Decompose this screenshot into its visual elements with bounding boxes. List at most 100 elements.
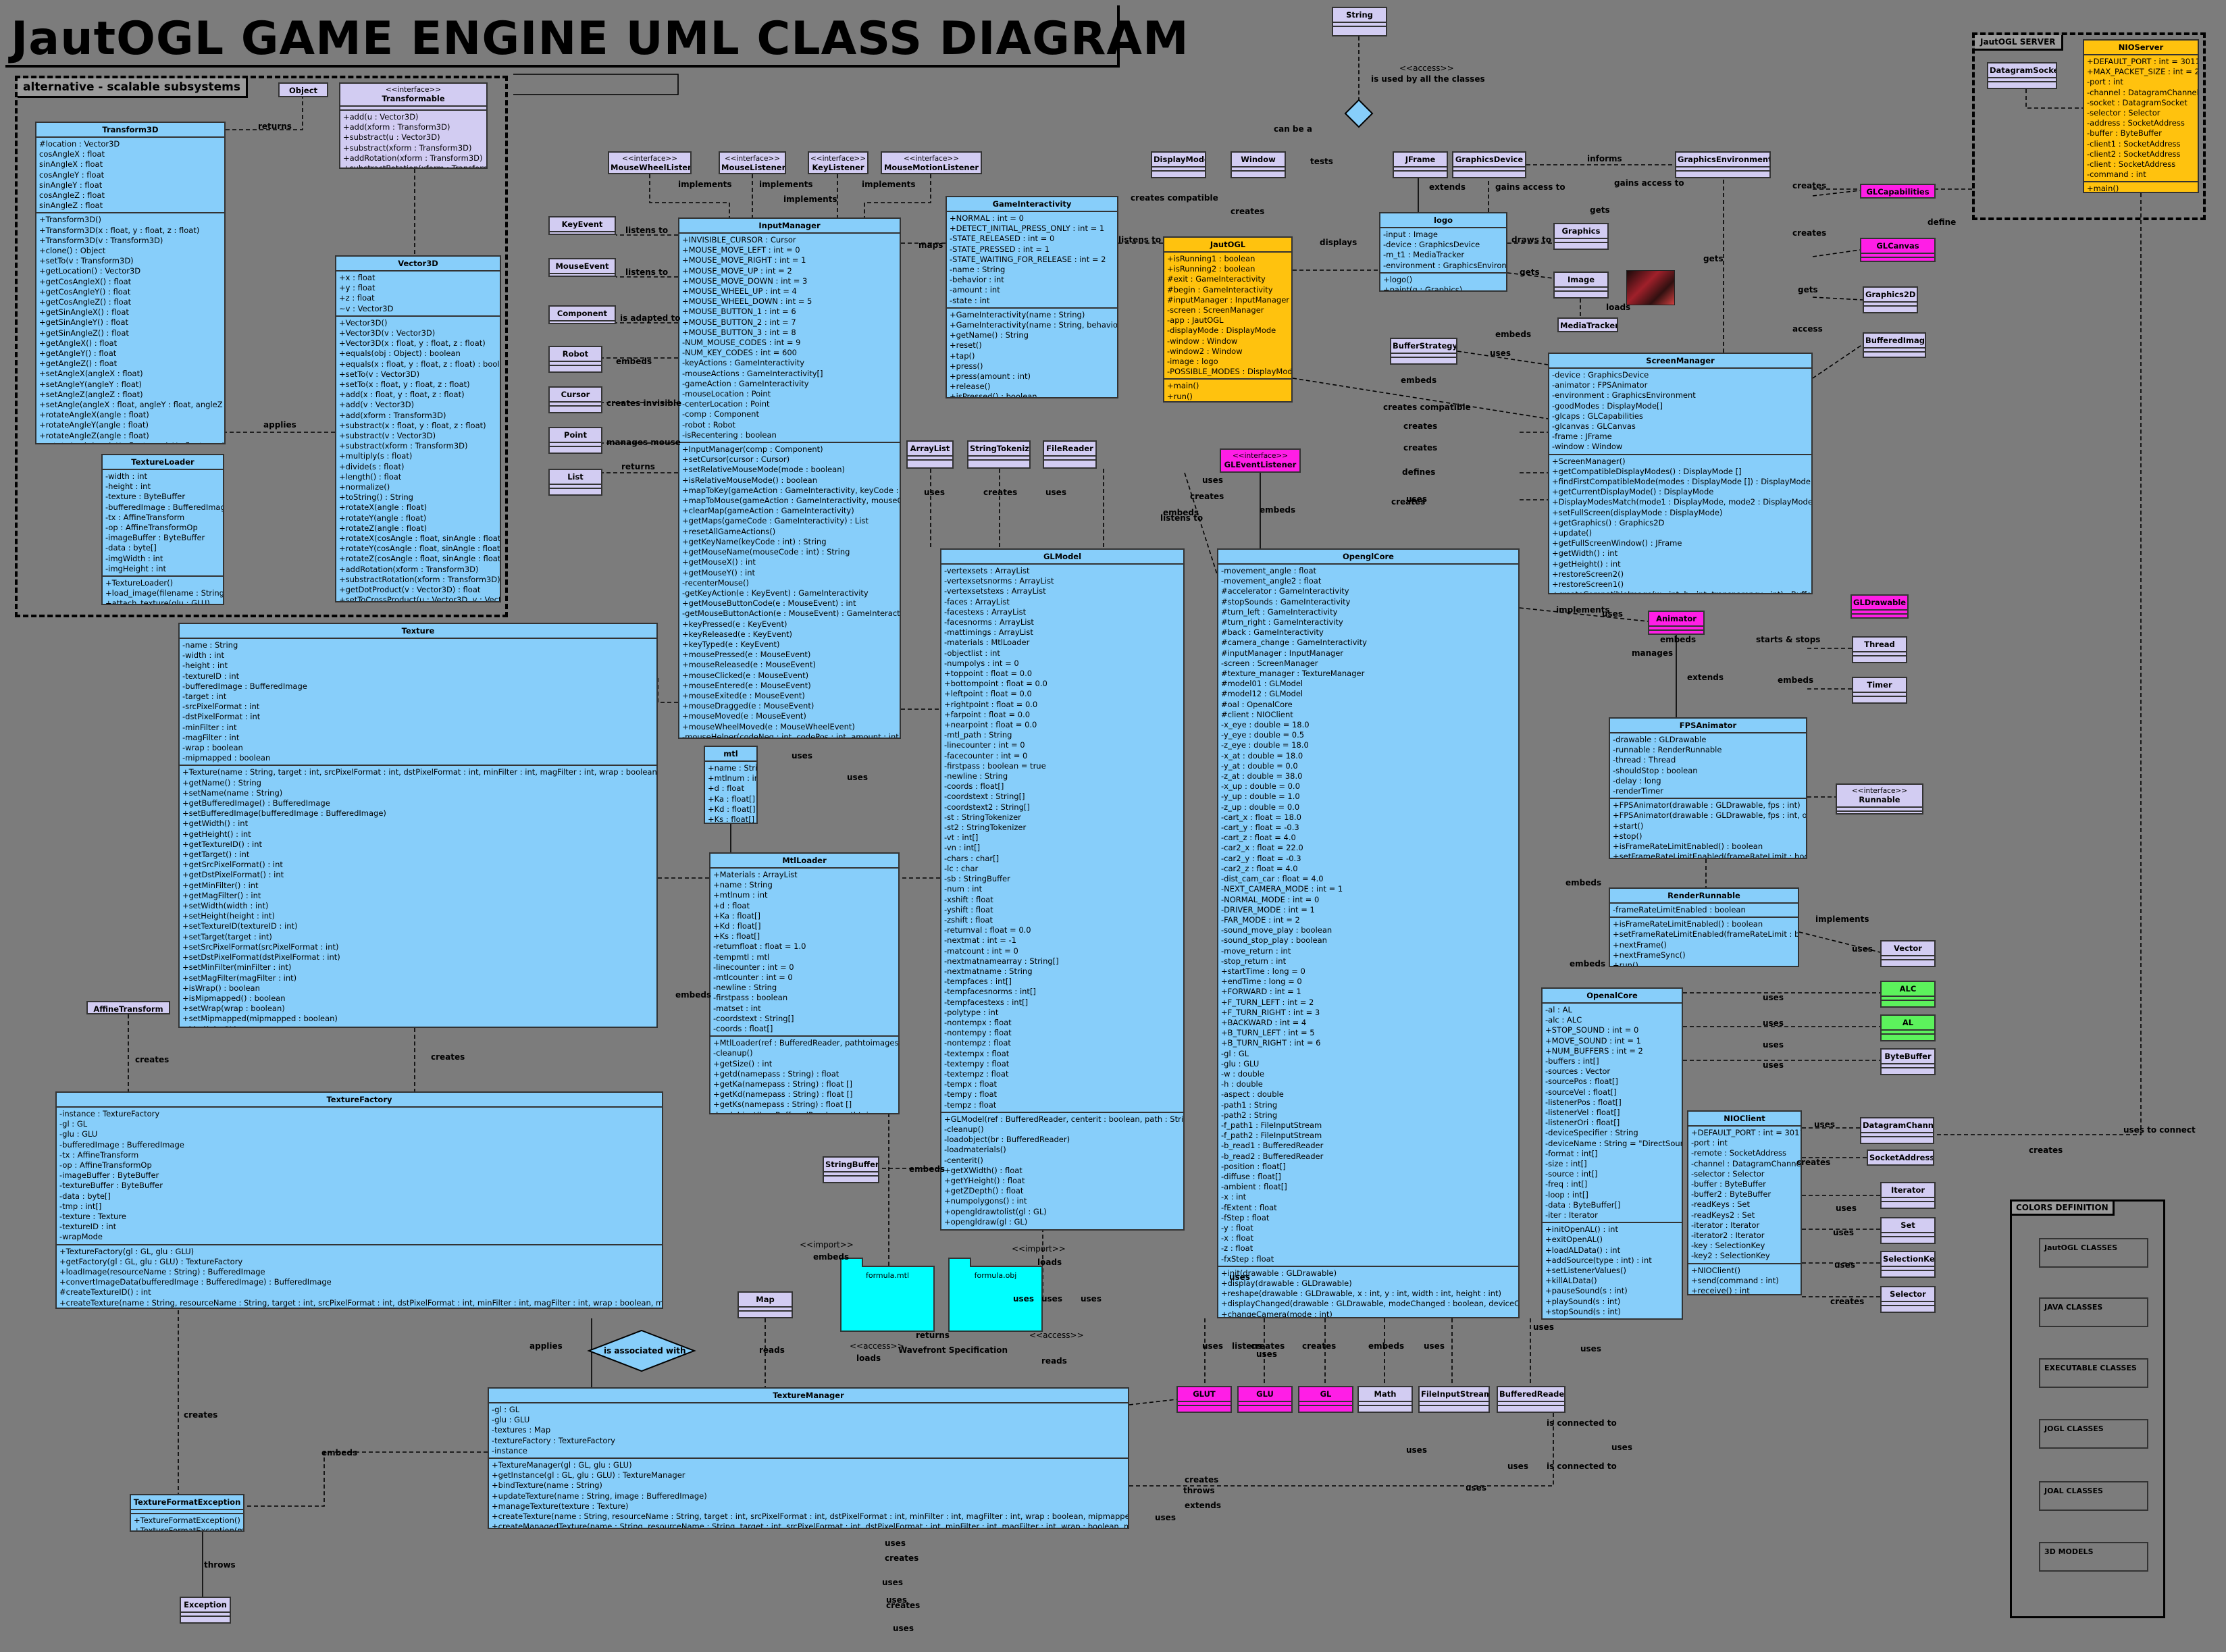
class-title: GLModel <box>1043 552 1082 561</box>
relation-label: embeds <box>675 990 712 1000</box>
class-operation: +main() <box>1167 381 1199 391</box>
class-operation: +main() <box>2087 184 2119 193</box>
class-name: Iterator <box>1882 1183 1934 1198</box>
class-title: Point <box>564 430 587 440</box>
class-operation: +getKs(namepass : String) : float [] <box>713 1100 852 1110</box>
relation-label: uses <box>1490 349 1511 358</box>
relation-line <box>1507 272 1554 279</box>
legend-item-executable: EXECUTABLE CLASSES <box>2039 1358 2148 1388</box>
class-attribute: -stop_return : int <box>1221 956 1287 966</box>
class-attribute: +d : float <box>708 783 744 794</box>
class-attributes: -frameRateLimitEnabled : boolean <box>1610 904 1798 919</box>
class-attributes <box>1498 1402 1564 1406</box>
class-operation: +opengldraw(gl : GL) <box>944 1216 1028 1227</box>
relation-label: uses <box>1833 1228 1854 1237</box>
class-name: StringBuffer <box>824 1158 878 1172</box>
legend-item-java: JAVA CLASSES <box>2039 1297 2148 1327</box>
relation-label: gains access to <box>1495 182 1565 192</box>
class-operations: +FPSAnimator(drawable : GLDrawable, fps … <box>1610 799 1806 858</box>
class-cursor: Cursor <box>548 386 602 413</box>
access-stereotype: <<access>> <box>850 1341 904 1351</box>
class-attribute: #accelerator : GameInteractivity <box>1221 586 1349 596</box>
class-attribute: -glu : GLU <box>492 1415 530 1425</box>
class-attribute: -thread : Thread <box>1613 755 1676 765</box>
class-attributes <box>550 485 601 489</box>
class-string: String <box>1332 7 1387 36</box>
class-operation: +restoreScreen2() <box>1552 569 1624 579</box>
relation-label: defines <box>1402 467 1436 477</box>
class-texturemanager: TextureManager-gl : GL-glu : GLU-texture… <box>488 1387 1129 1529</box>
relation-label: creates <box>135 1055 170 1064</box>
class-attribute: -delay : long <box>1613 775 1661 785</box>
class-attribute: -environment : GraphicsEnvironment <box>1383 260 1507 270</box>
class-attribute: sinAngleY : float <box>39 180 103 190</box>
class-attribute: -textures : Map <box>492 1425 551 1435</box>
relation-label: gets <box>1590 205 1610 215</box>
relation-label: creates <box>1231 207 1265 216</box>
class-gldrawable: GLDrawable <box>1850 594 1909 619</box>
class-attribute: -mouseActions : GameInteractivity[] <box>682 368 823 378</box>
class-title: OpenalCore <box>1586 991 1638 1000</box>
relation-label: uses <box>1533 1322 1554 1332</box>
class-attribute: -cart_z : float = 4.0 <box>1221 833 1296 843</box>
relation-label: implements <box>1815 914 1869 924</box>
class-name: GLUT <box>1178 1387 1231 1402</box>
class-attributes: -drawable : GLDrawable-runnable : Render… <box>1610 733 1806 800</box>
class-attribute: -x : float <box>1221 1233 1253 1243</box>
class-operation: +restoreScreen1() <box>1552 579 1624 590</box>
class-attribute: -client : SocketAddress <box>2087 159 2176 170</box>
class-operation: +setMipmapped(mipmapped : boolean) <box>182 1014 338 1024</box>
class-attribute: -channel : DatagramChannel <box>1691 1158 1802 1168</box>
class-attribute: -objectlist : int <box>944 648 1000 658</box>
class-operation: +display(drawable : GLDrawable) <box>1221 1279 1352 1289</box>
class-attributes <box>1882 1031 1934 1035</box>
class-operation: +getAngleZ() : float <box>39 359 118 369</box>
package-server: JautOGL SERVER <box>1972 32 2206 220</box>
class-operation: +rotateZ(angle : float) <box>339 523 428 533</box>
class-attribute: -key2 : SelectionKey <box>1691 1251 1770 1261</box>
class-attribute: -imgHeight : int <box>105 563 167 573</box>
class-operations <box>550 407 601 409</box>
class-name: <<interface>>GLEventListener <box>1221 450 1299 471</box>
class-fpsanimator: FPSAnimator-drawable : GLDrawable-runnab… <box>1609 717 1807 859</box>
class-operation: +setAngleX(angleX : float) <box>39 369 143 379</box>
class-attribute: #inputManager : InputManager <box>1167 294 1289 305</box>
class-attribute: -centerLocation : Point <box>682 399 770 409</box>
class-operation: +getName() : String <box>182 777 261 788</box>
class-operations <box>1882 1271 1934 1274</box>
relation-label: uses <box>1763 1018 1784 1028</box>
class-attribute: -command : int <box>2087 170 2146 180</box>
class-attribute: -keyActions : GameInteractivity <box>682 358 805 368</box>
class-operations: +Texture(name : String, target : int, sr… <box>180 766 656 1027</box>
class-operation: +setMinFilter(minFilter : int) <box>182 962 292 973</box>
class-attributes <box>550 403 601 407</box>
class-operations <box>1333 27 1386 30</box>
class-bufferedimage: BufferedImage <box>1863 332 1926 358</box>
class-operations: +GLModel(ref : BufferedReader, centerit … <box>941 1113 1183 1229</box>
relation-label: creates <box>431 1052 465 1062</box>
class-operation: +Vector3D() <box>339 317 388 328</box>
class-attribute: +INVISIBLE_CURSOR : Cursor <box>682 235 796 244</box>
class-attribute: -mtl_path : String <box>944 730 1012 740</box>
class-attribute: -screen : ScreenManager <box>1167 305 1264 315</box>
class-attributes: +Materials : ArrayList+name : String+mtl… <box>710 869 898 1037</box>
class-attribute: -glcanvas : GLCanvas <box>1552 421 1636 432</box>
class-attribute: -gameAction : GameInteractivity <box>682 378 809 388</box>
class-attribute: -coordstext : String[] <box>713 1013 794 1023</box>
class-operations <box>1676 172 1769 174</box>
class-attribute: -nextmat : int = -1 <box>944 935 1016 946</box>
class-operations <box>1498 1406 1564 1409</box>
class-datagramchannel: DatagramChannel <box>1860 1117 1934 1144</box>
class-operations: +initOpenAL() : int+exitOpenAL()+loadALD… <box>1543 1223 1682 1318</box>
class-attribute: +DETECT_INITIAL_PRESS_ONLY : int = 1 <box>950 224 1105 234</box>
class-attribute: -iterator2 : Iterator <box>1691 1231 1765 1241</box>
class-attribute: -NUM_KEY_CODES : int = 600 <box>682 348 798 358</box>
class-operations <box>1044 461 1095 463</box>
class-operation: +opengldrawtolist(gl : GL) <box>944 1206 1047 1216</box>
class-attribute: -port : int <box>2087 77 2123 87</box>
class-operation: +TextureManager(gl : GL, glu : GLU) <box>492 1460 632 1470</box>
relation-label: listens <box>1232 1341 1262 1351</box>
class-operation: +createTexture(name : String, resourceNa… <box>59 1297 663 1308</box>
class-affinetransform: AffineTransform <box>86 1001 170 1014</box>
class-operation: +keyPressed(e : KeyEvent) <box>682 619 787 629</box>
